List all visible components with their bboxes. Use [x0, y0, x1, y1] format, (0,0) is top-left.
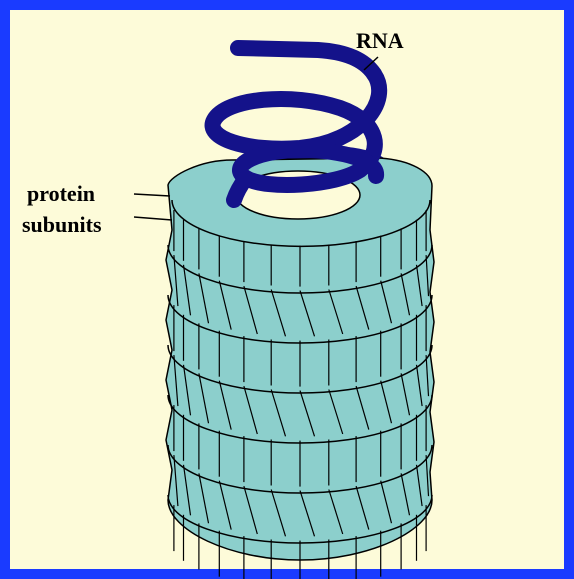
protein-label-line1: protein [27, 181, 95, 206]
protein-leader-line-2 [134, 217, 172, 220]
rna-strand-top [238, 48, 374, 74]
capsid-cylinder [166, 158, 434, 579]
rna-label: RNA [356, 28, 404, 53]
protein-leader-line-1 [134, 194, 170, 196]
protein-label-line2: subunits [22, 212, 102, 237]
rna-helix [213, 48, 380, 200]
